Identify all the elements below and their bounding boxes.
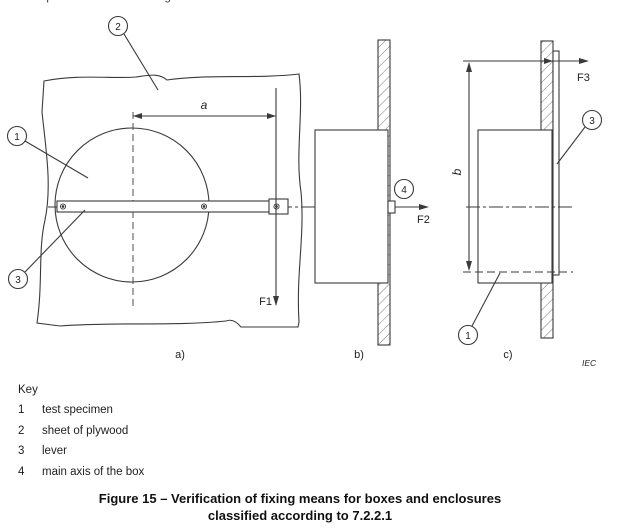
lever-holes (59, 203, 280, 210)
key-item-label: test specimen (42, 404, 113, 416)
figure-drawing: 1 2 3 4 3 1 a b F1 F2 F3 a) b) c) IEC (6, 15, 603, 368)
callout-3-number: 3 (15, 275, 21, 286)
callout-1c (457, 272, 501, 346)
box-side-view-b (314, 129, 389, 284)
view-b-label: b) (354, 349, 364, 361)
dimension-b (466, 62, 472, 271)
dim-a-label: a (201, 98, 208, 112)
key-item: 3 lever (18, 445, 144, 457)
key-title: Key (18, 384, 38, 396)
key-item: 4 main axis of the box (18, 466, 144, 478)
view-c-label: c) (503, 349, 512, 361)
callout-1c-number: 1 (465, 331, 471, 342)
key-item-label: lever (42, 445, 67, 457)
figure-caption-line2: classified according to 7.2.2.1 (207, 508, 393, 523)
key-item-number: 3 (18, 445, 25, 457)
view-a-label: a) (175, 349, 185, 361)
callout-2 (107, 15, 159, 91)
view-c (457, 40, 603, 346)
key-item-number: 4 (18, 465, 25, 478)
key-item-number: 2 (18, 424, 25, 437)
key-item: 2 sheet of plywood (18, 425, 144, 437)
callout-1-number: 1 (14, 132, 20, 143)
callout-1 (6, 125, 89, 179)
view-a (6, 15, 388, 328)
box-side-view-c (477, 129, 553, 284)
force-f1-label: F1 (259, 296, 272, 308)
clipped-body-text: comparison to the mounting surface. (24, 0, 217, 3)
figure-labels: 1 2 3 4 3 1 a b F1 F2 F3 a) b) c) IEC (14, 22, 597, 368)
key-item-label: main axis of the box (42, 465, 145, 478)
figure-caption: Figure 15 – Verification of fixing means… (85, 490, 515, 524)
figure-caption-line1: Figure 15 – Verification of fixing means… (98, 491, 502, 506)
key-block: Key 1 test specimen 2 sheet of plywood 3… (18, 384, 144, 486)
callout-3c-number: 3 (589, 116, 595, 127)
force-f3-arrow (463, 58, 589, 64)
lever-bar (56, 200, 271, 213)
dim-b-label: b (450, 168, 464, 175)
lever-side-view (552, 50, 560, 276)
main-axis-stub (387, 200, 396, 214)
dimension-a (133, 113, 276, 119)
callout-4-number: 4 (401, 185, 407, 196)
key-item-number: 1 (18, 404, 25, 416)
lever-end-fitting (268, 198, 289, 215)
key-item-label: sheet of plywood (42, 424, 129, 437)
callout-3 (7, 209, 86, 290)
callout-2-number: 2 (115, 22, 121, 33)
callout-3c (556, 109, 603, 165)
key-item: 1 test specimen (18, 404, 144, 416)
iec-label: IEC (582, 358, 597, 368)
view-b (314, 39, 429, 346)
callout-4 (393, 178, 415, 200)
force-f2-arrow (395, 204, 429, 210)
force-f3-label: F3 (577, 72, 590, 84)
force-f2-label: F2 (417, 214, 430, 226)
force-f1-arrow (273, 88, 279, 306)
